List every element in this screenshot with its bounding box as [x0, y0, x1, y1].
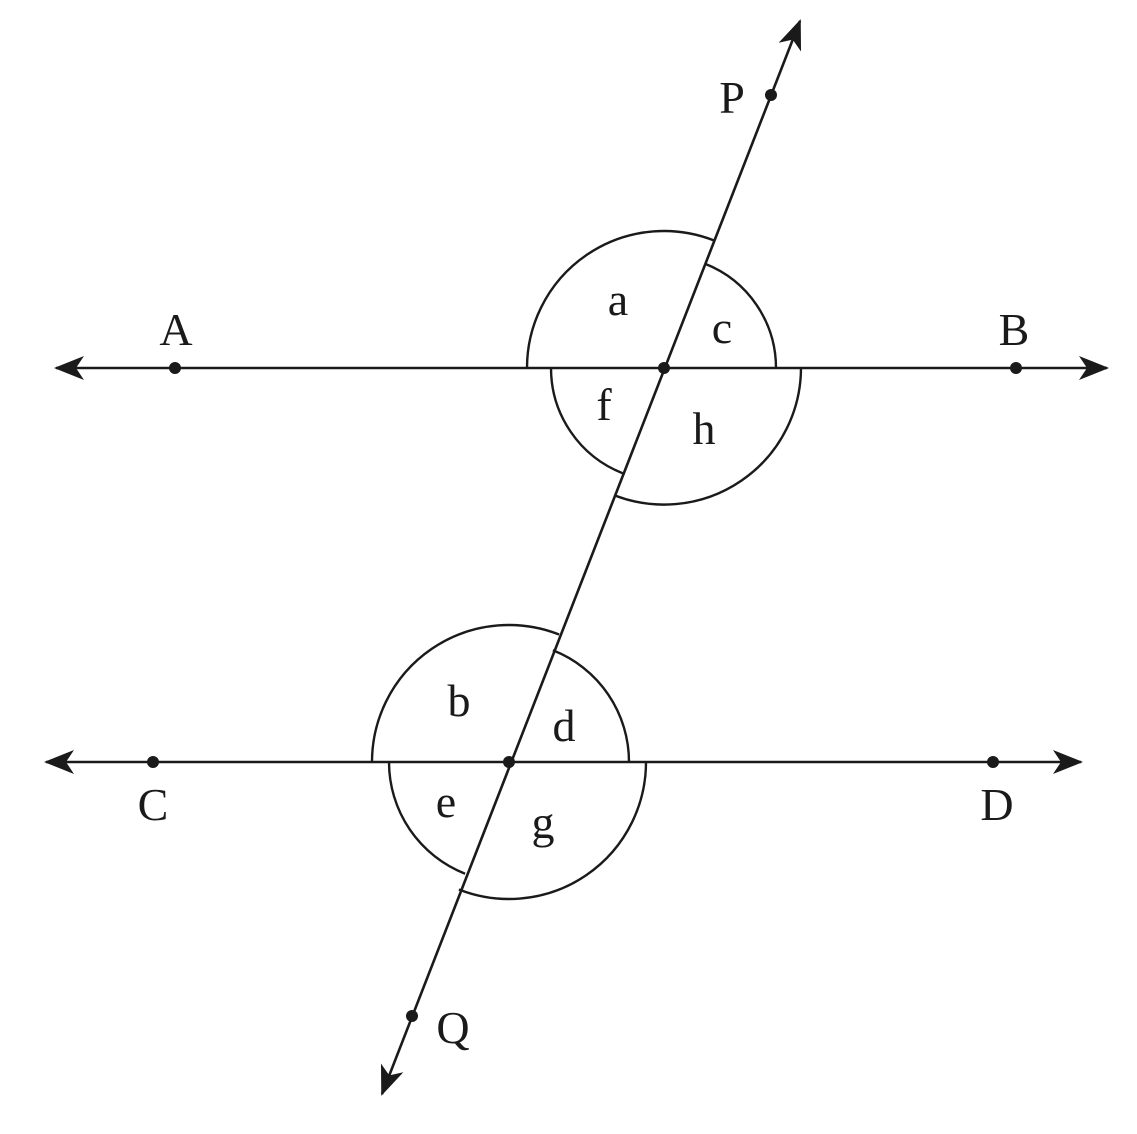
angle-label-b: b: [448, 675, 471, 726]
point-c: [147, 756, 159, 768]
point-p: [765, 89, 777, 101]
label-b-point: B: [999, 304, 1030, 355]
point-d: [987, 756, 999, 768]
angle-arc-g: [458, 761, 648, 901]
point-b: [1010, 362, 1022, 374]
angle-label-d: d: [553, 700, 576, 751]
angle-arc-b: [370, 623, 560, 763]
angle-arc-e: [387, 761, 466, 875]
transversal-pq: [380, 19, 802, 1096]
angle-arc-a: [525, 229, 715, 369]
angle-label-f: f: [596, 379, 612, 430]
angle-label-h: h: [693, 403, 716, 454]
label-a-point: A: [159, 304, 192, 355]
intersection-lower: [503, 756, 515, 768]
label-d-point: D: [980, 779, 1013, 830]
label-q-point: Q: [436, 1002, 469, 1053]
angle-arc-h: [614, 367, 803, 506]
angle-label-a: a: [608, 274, 628, 325]
label-c-point: C: [138, 779, 169, 830]
intersection-upper: [658, 362, 670, 374]
angle-label-c: c: [712, 302, 732, 353]
angle-arc-f: [549, 367, 624, 475]
angle-label-g: g: [532, 797, 555, 848]
point-q: [406, 1010, 418, 1022]
point-a: [169, 362, 181, 374]
label-p-point: P: [719, 72, 745, 123]
angle-label-e: e: [436, 776, 456, 827]
angle-arc-d: [552, 649, 631, 763]
angle-arc-c: [704, 262, 778, 369]
